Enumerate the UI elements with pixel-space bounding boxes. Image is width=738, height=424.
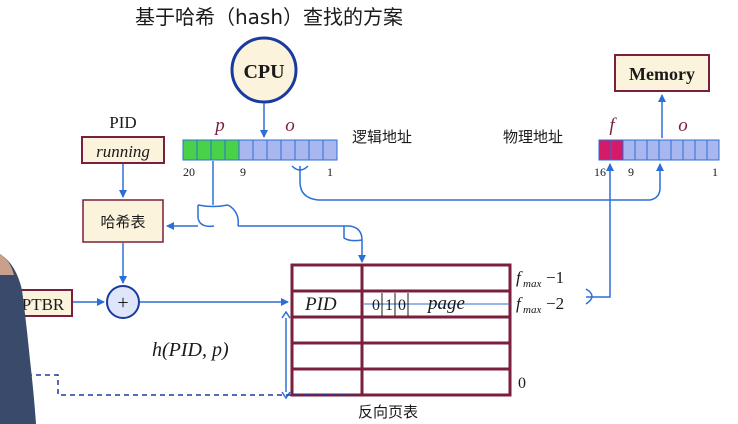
svg-text:max: max [523, 304, 541, 316]
logical-o-label: o [285, 115, 295, 136]
svg-text:max: max [523, 278, 541, 290]
inverted-table-caption: 反向页表 [358, 403, 418, 421]
running-box: running [81, 136, 165, 164]
svg-text:f: f [516, 294, 523, 313]
physical-bit-9: 9 [628, 165, 634, 179]
adder-label: + [117, 292, 128, 314]
dashed-base-path [0, 374, 358, 396]
physical-o-label: o [678, 115, 688, 136]
adder-node: + [106, 285, 140, 319]
memory-node: Memory [614, 54, 710, 92]
physical-bit-1: 1 [712, 165, 718, 179]
running-label: running [96, 142, 150, 161]
svg-text:−1: −1 [546, 268, 564, 287]
pid-label: PID [109, 113, 136, 132]
table-bit-1: 1 [385, 297, 393, 314]
page-title: 基于哈希（hash）查找的方案 [135, 5, 403, 29]
fmax-minus-2-label: f max −2 [516, 294, 564, 316]
logical-bit-1: 1 [327, 165, 333, 179]
cpu-node: CPU [230, 36, 298, 104]
cpu-label: CPU [243, 61, 284, 83]
table-bit-2: 0 [398, 297, 406, 314]
hash-table-box: 哈希表 [82, 199, 164, 243]
hash-function-label: h(PID, p) [152, 339, 229, 361]
logical-bit-9: 9 [240, 165, 246, 179]
logical-bit-20: 20 [183, 165, 195, 179]
table-pid-cell: PID [304, 294, 337, 315]
logical-address-register [182, 139, 338, 161]
hash-table-label: 哈希表 [100, 213, 145, 231]
svg-text:−2: −2 [546, 294, 564, 313]
physical-bit-16: 16 [594, 165, 606, 179]
memory-label: Memory [629, 64, 695, 84]
svg-text:f: f [516, 268, 523, 287]
table-bit-0: 0 [372, 297, 380, 314]
inverted-page-table [290, 263, 512, 397]
table-page-cell: page [426, 293, 465, 314]
physical-address-register [598, 139, 720, 161]
connector-lines [73, 94, 666, 400]
ptbr-label: PTBR [22, 295, 65, 314]
logical-p-label: p [213, 115, 225, 136]
physical-f-label: f [609, 115, 617, 136]
logical-address-label: 逻辑地址 [352, 128, 412, 146]
presenter-figure [0, 254, 36, 424]
physical-address-label: 物理地址 [503, 128, 563, 146]
table-row-zero-label: 0 [518, 375, 526, 392]
fmax-minus-1-label: f max −1 [516, 268, 564, 290]
